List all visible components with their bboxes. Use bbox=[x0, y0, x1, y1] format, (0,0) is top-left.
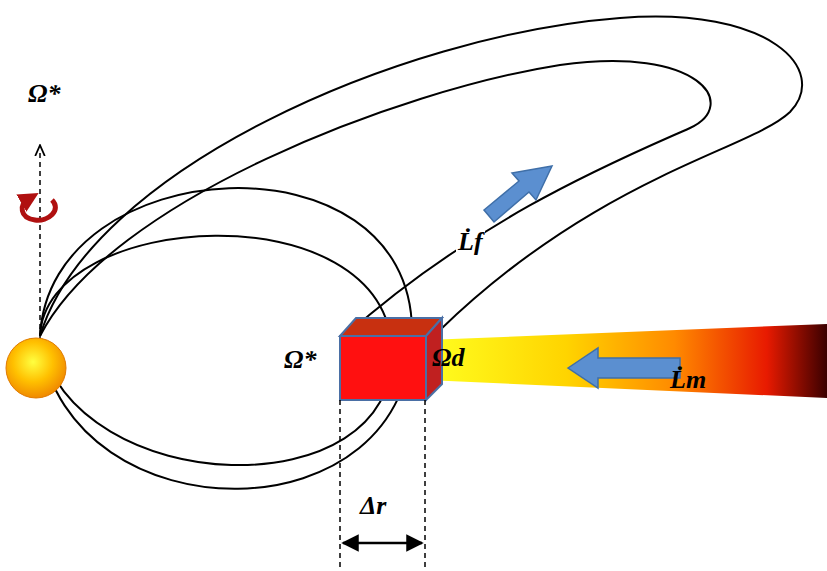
disk-angular-velocity-label: Ωd bbox=[430, 344, 466, 373]
torque-label: L̇m bbox=[668, 366, 708, 395]
rotation-arrow bbox=[22, 198, 55, 220]
disk-element bbox=[340, 318, 442, 400]
axis-label: Ω* bbox=[26, 80, 62, 109]
torque-label: L̇f bbox=[456, 228, 485, 257]
dimension-line bbox=[339, 400, 341, 571]
star bbox=[6, 338, 66, 398]
accretion-disk bbox=[426, 324, 827, 398]
inflow-arrow bbox=[568, 348, 680, 388]
width-label: Δr bbox=[358, 492, 388, 521]
open-field-line bbox=[40, 17, 802, 336]
outflow-arrow bbox=[484, 166, 552, 222]
open-field-line bbox=[40, 61, 711, 336]
dimension-line bbox=[424, 400, 426, 571]
dimension-arrow bbox=[343, 542, 422, 545]
rotation-axis bbox=[39, 150, 41, 338]
angular-velocity-label: Ω* bbox=[282, 346, 318, 375]
